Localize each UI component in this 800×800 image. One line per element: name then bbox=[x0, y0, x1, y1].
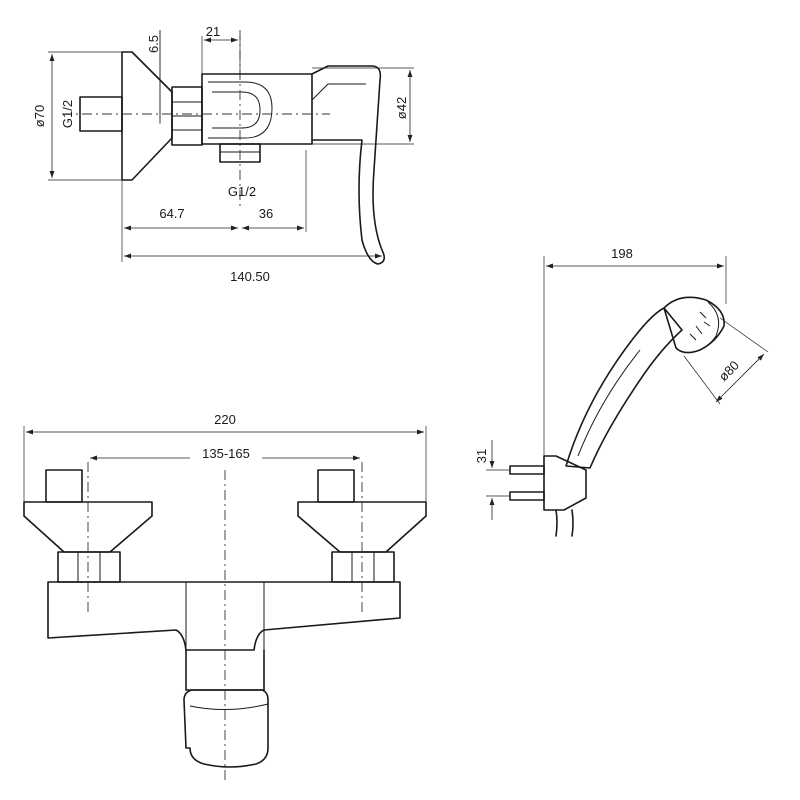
holder-pin-top bbox=[509, 465, 545, 475]
inlet-thread-label: G1/2 bbox=[60, 100, 75, 128]
left-inlet-stub bbox=[45, 469, 83, 503]
flange-diameter-label: ø70 bbox=[32, 105, 47, 127]
holder-pin-bottom bbox=[509, 491, 545, 501]
depth-to-outlet-label: 64.7 bbox=[159, 206, 184, 221]
stem-offset-label: 21 bbox=[206, 24, 220, 39]
inlet-centers-label: 135-165 bbox=[202, 446, 250, 461]
outlet-thread-label: G1/2 bbox=[228, 184, 256, 199]
total-depth-label: 140.50 bbox=[230, 269, 270, 284]
thread-depth-label: 6.5 bbox=[146, 35, 161, 53]
outlet-to-front-label: 36 bbox=[259, 206, 273, 221]
mixer-bar bbox=[47, 581, 401, 651]
spout-outlet bbox=[183, 689, 269, 768]
lever-handle bbox=[311, 65, 386, 265]
shower-length-label: 198 bbox=[611, 246, 633, 261]
hand-shower-view: 198 ø80 31 bbox=[474, 246, 769, 537]
top-view: ø70 G1/2 6.5 21 ø42 G1/2 64.7 36 140.50 bbox=[32, 24, 414, 284]
shower-handle bbox=[565, 307, 683, 469]
mixer-body bbox=[201, 73, 313, 145]
wall-holder bbox=[543, 455, 587, 511]
right-hex-nut bbox=[331, 551, 395, 583]
shower-hose bbox=[555, 509, 574, 537]
body-diameter-label: ø42 bbox=[394, 97, 409, 119]
total-width-label: 220 bbox=[214, 412, 236, 427]
holder-height-label: 31 bbox=[474, 449, 489, 463]
right-inlet-stub bbox=[317, 469, 355, 503]
front-view: 220 135-165 bbox=[23, 412, 427, 780]
shower-head bbox=[663, 296, 725, 354]
left-hex-nut bbox=[57, 551, 121, 583]
wall-flange bbox=[121, 51, 173, 181]
